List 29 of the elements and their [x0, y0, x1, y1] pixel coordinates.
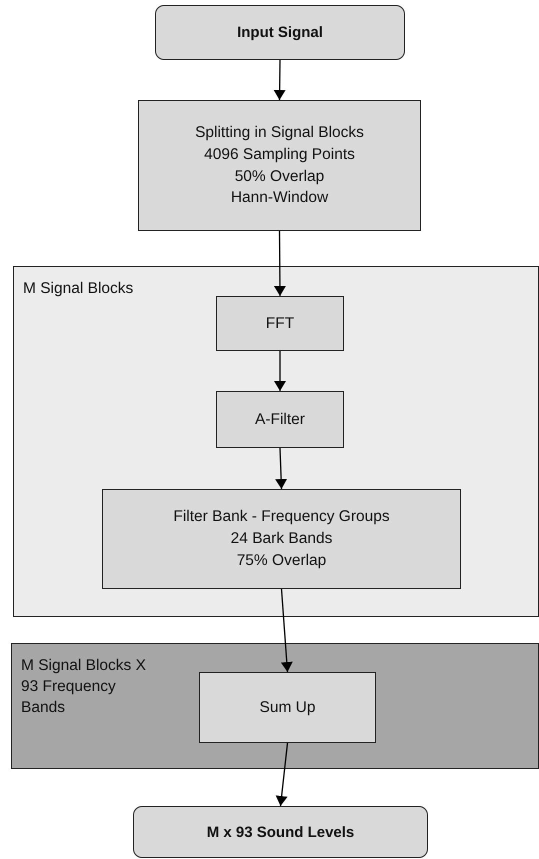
arrow: [275, 448, 288, 490]
group-label: M Signal Blocks X 93 Frequency Bands: [21, 656, 147, 718]
node-label: Filter Bank - Frequency Groups: [173, 507, 390, 528]
node-label: Hann-Window: [230, 188, 328, 208]
node-label: A-Filter: [255, 410, 305, 430]
node-label: Splitting in Signal Blocks: [195, 123, 364, 144]
node-label: M x 93 Sound Levels: [206, 824, 354, 840]
group-panel: [11, 643, 539, 769]
process-box: [216, 391, 344, 448]
node-label: Sum Up: [260, 698, 316, 718]
arrow: [276, 742, 288, 806]
group-label: M Signal Blocks: [23, 279, 134, 299]
arrow: [280, 588, 293, 672]
node-label: 24 Bark Bands: [230, 529, 332, 550]
process-box: [199, 672, 376, 743]
arrow: [274, 351, 286, 391]
process-box: [216, 296, 344, 351]
arrow: [274, 60, 286, 100]
node-label: Input Signal: [237, 24, 323, 41]
terminal-box: [133, 806, 428, 858]
terminal-box: [155, 5, 405, 60]
node-label: 50% Overlap: [234, 166, 324, 186]
node-label: 75% Overlap: [236, 550, 326, 571]
arrow: [274, 231, 286, 296]
node-label: FFT: [266, 314, 294, 334]
node-label: 4096 Sampling Points: [204, 144, 355, 165]
process-box: [102, 489, 461, 589]
group-panel: [13, 266, 539, 617]
process-box: [138, 100, 421, 231]
